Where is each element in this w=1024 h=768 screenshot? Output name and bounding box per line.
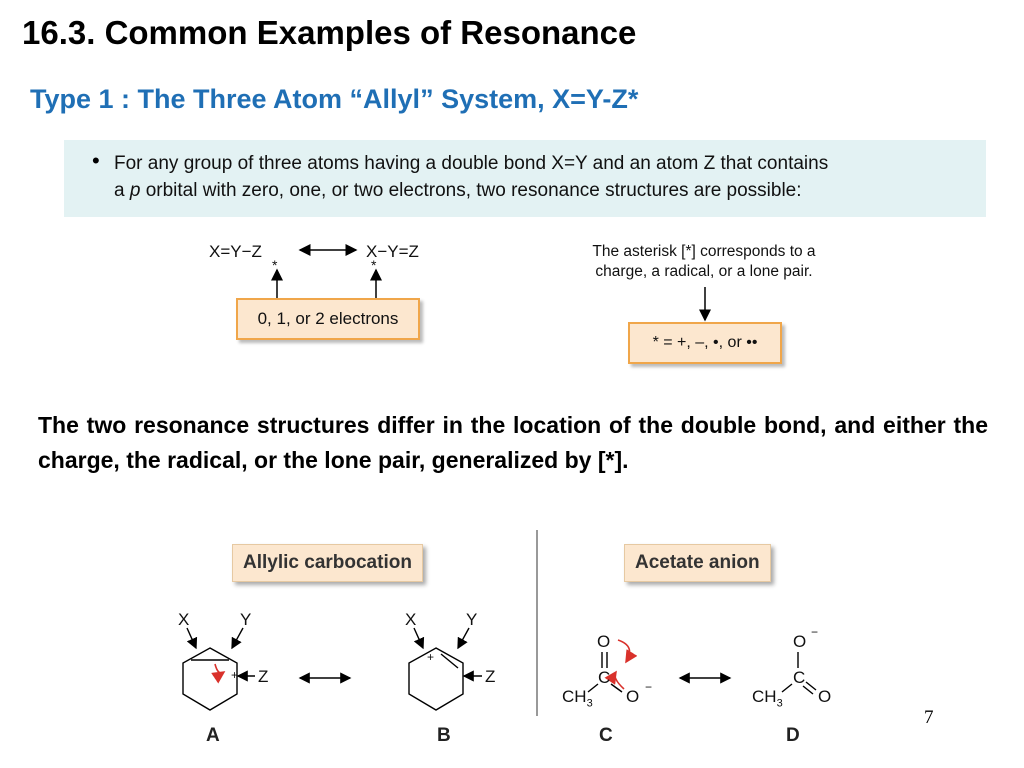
label-c: C xyxy=(599,725,613,746)
callout-line-2-pre: a xyxy=(114,180,130,201)
allylic-carbocation-label: Allylic carbocation xyxy=(232,544,423,582)
atom-z-b: Z xyxy=(485,667,496,686)
methyl-d-sub: 3 xyxy=(776,697,783,710)
methyl-c: CH3 xyxy=(562,687,593,709)
structure-x-yz-double: X−Y=Z xyxy=(366,242,419,261)
atom-y-a: Y xyxy=(240,610,252,629)
atom-x-a: X xyxy=(178,610,190,629)
plus-charge-a: + xyxy=(231,668,239,682)
minus-charge-d: − xyxy=(811,625,819,639)
structure-a-ring xyxy=(182,627,255,711)
carbon-d: C xyxy=(793,668,806,687)
callout-line-1: For any group of three atoms having a do… xyxy=(114,153,829,174)
asterisk-on-x: * xyxy=(371,257,377,273)
asterisk-note-line-2: charge, a radical, or a lone pair. xyxy=(595,263,813,280)
minus-charge-c: − xyxy=(645,680,653,694)
page-number: 7 xyxy=(924,707,934,728)
methyl-c-sub: 3 xyxy=(586,697,593,710)
plus-charge-b: + xyxy=(427,650,435,664)
carbon-c: C xyxy=(598,668,611,687)
electrons-box: 0, 1, or 2 electrons xyxy=(236,298,420,340)
asterisk-on-z: * xyxy=(272,257,278,273)
structure-xy-double-z: X=Y−Z xyxy=(209,242,262,261)
asterisk-note: The asterisk [*] corresponds to a charge… xyxy=(554,242,854,282)
atom-y-b: Y xyxy=(466,610,478,629)
structure-c-bonds xyxy=(587,639,638,693)
callout-text: For any group of three atoms having a do… xyxy=(114,150,974,204)
asterisk-definition-box: * = +, –, •, or •• xyxy=(628,322,782,364)
atom-x-b: X xyxy=(405,610,417,629)
methyl-c-text: CH xyxy=(562,687,587,706)
label-a: A xyxy=(206,725,220,746)
oxygen-top-c: O xyxy=(597,632,611,651)
callout-line-2-post: orbital with zero, one, or two electrons… xyxy=(140,180,802,201)
structure-b-ring xyxy=(408,627,482,711)
structure-d-bonds xyxy=(781,652,817,695)
methyl-d: CH3 xyxy=(752,687,783,709)
slide-title: 16.3. Common Examples of Resonance xyxy=(22,14,637,51)
atom-z-a: Z xyxy=(258,667,269,686)
bullet: • xyxy=(92,148,100,173)
explanation-paragraph: The two resonance structures differ in t… xyxy=(38,412,988,473)
acetate-anion-label: Acetate anion xyxy=(624,544,771,582)
label-d: D xyxy=(786,725,800,746)
p-orbital-italic: p xyxy=(129,180,141,201)
methyl-d-text: CH xyxy=(752,687,777,706)
oxygen-bottom-c: O xyxy=(626,687,640,706)
slide-subtitle: Type 1 : The Three Atom “Allyl” System, … xyxy=(30,84,639,114)
definition-callout: • For any group of three atoms having a … xyxy=(64,140,986,217)
oxygen-bottom-d: O xyxy=(818,687,832,706)
asterisk-note-line-1: The asterisk [*] corresponds to a xyxy=(592,243,816,260)
oxygen-top-d: O xyxy=(793,632,807,651)
label-b: B xyxy=(437,725,451,746)
